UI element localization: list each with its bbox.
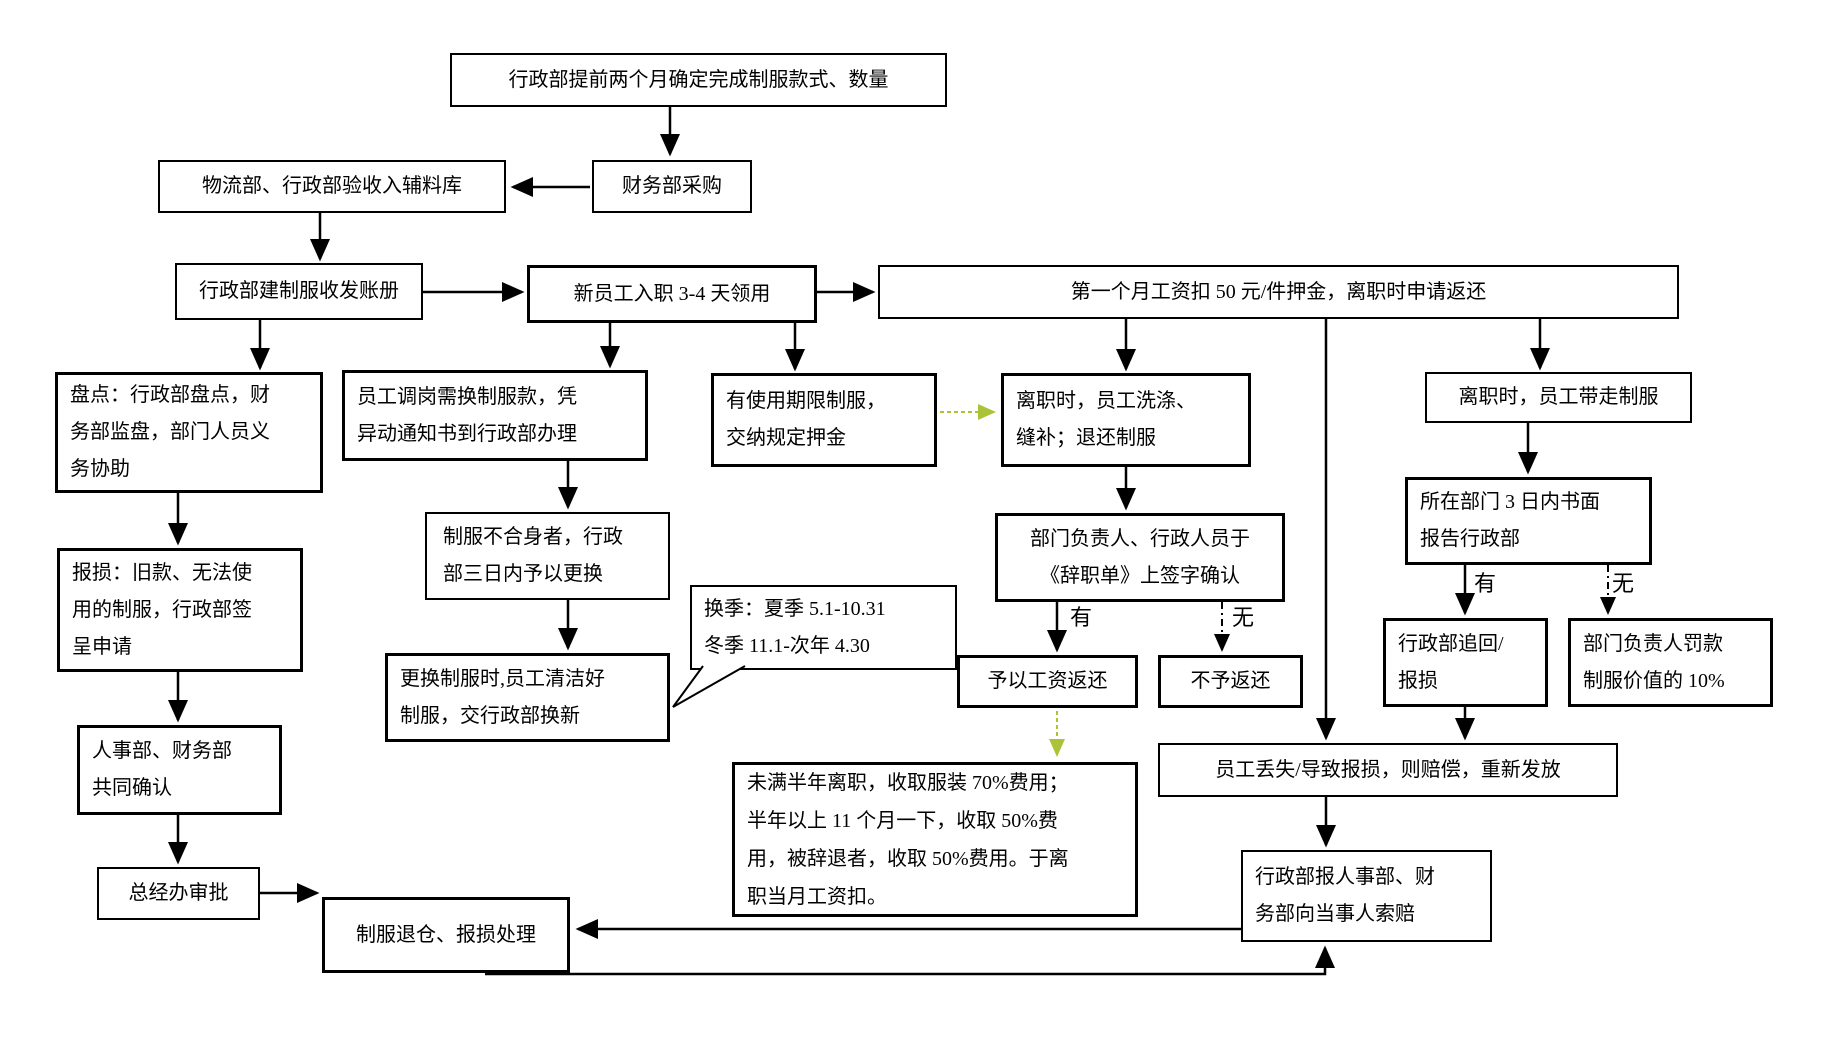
arrow-return-to-claim bbox=[485, 945, 1335, 976]
node-admin-ledger: 行政部建制服收发账册 bbox=[175, 263, 423, 320]
node-new-employee-claim: 新员工入职 3-4 天领用 bbox=[527, 265, 817, 323]
node-dept-report-3days: 所在部门 3 日内书面 报告行政部 bbox=[1405, 477, 1652, 565]
edge-label-report-yes: 有 bbox=[1474, 571, 1497, 596]
edge-label-report-no: 无 bbox=[1612, 571, 1635, 596]
node-term-uniform-deposit: 有使用期限制服， 交纳规定押金 bbox=[711, 373, 937, 467]
node-salary-deposit: 第一个月工资扣 50 元/件押金，离职时申请返还 bbox=[878, 265, 1679, 319]
node-admin-determine-style: 行政部提前两个月确定完成制服款式、数量 bbox=[450, 53, 947, 107]
node-no-refund: 不予返还 bbox=[1158, 655, 1303, 708]
node-lost-compensate: 员工丢失/导致报损，则赔偿，重新发放 bbox=[1158, 743, 1618, 797]
edge-label-sign-yes: 有 bbox=[1070, 605, 1093, 630]
node-gm-approval: 总经办审批 bbox=[97, 867, 260, 920]
node-transfer-exchange: 员工调岗需换制服款，凭 异动通知书到行政部办理 bbox=[342, 370, 648, 461]
node-damage-report: 报损：旧款、无法使 用的制服，行政部签 呈申请 bbox=[57, 548, 303, 672]
node-hr-finance-confirm: 人事部、财务部 共同确认 bbox=[77, 725, 282, 815]
node-exchange-clean: 更换制服时,员工清洁好 制服，交行政部换新 bbox=[385, 653, 670, 742]
node-admin-recover: 行政部追回/ 报损 bbox=[1383, 618, 1548, 707]
node-stocktake: 盘点：行政部盘点，财 务部监盘，部门人员义 务协助 bbox=[55, 372, 323, 493]
node-season-note-callout: 换季：夏季 5.1-10.31 冬季 11.1-次年 4.30 bbox=[690, 585, 957, 670]
node-logistics-acceptance: 物流部、行政部验收入辅料库 bbox=[158, 160, 506, 213]
node-resign-wash-return: 离职时，员工洗涤、 缝补；退还制服 bbox=[1001, 373, 1251, 467]
node-admin-claim: 行政部报人事部、财 务部向当事人索赔 bbox=[1241, 850, 1492, 942]
node-finance-procurement: 财务部采购 bbox=[592, 160, 752, 213]
node-fee-schedule: 未满半年离职，收取服装 70%费用； 半年以上 11 个月一下，收取 50%费 … bbox=[732, 762, 1138, 917]
node-unfit-exchange: 制服不合身者，行政 部三日内予以更换 bbox=[425, 512, 670, 600]
node-head-fine-10pct: 部门负责人罚款 制服价值的 10% bbox=[1568, 618, 1773, 707]
edge-label-sign-no: 无 bbox=[1232, 605, 1255, 630]
node-uniform-return-handle: 制服退仓、报损处理 bbox=[322, 897, 570, 973]
node-resignation-sign: 部门负责人、行政人员于 《辞职单》上签字确认 bbox=[995, 513, 1285, 602]
node-resign-take-away: 离职时，员工带走制服 bbox=[1425, 372, 1692, 423]
node-refund-salary: 予以工资返还 bbox=[957, 655, 1138, 708]
